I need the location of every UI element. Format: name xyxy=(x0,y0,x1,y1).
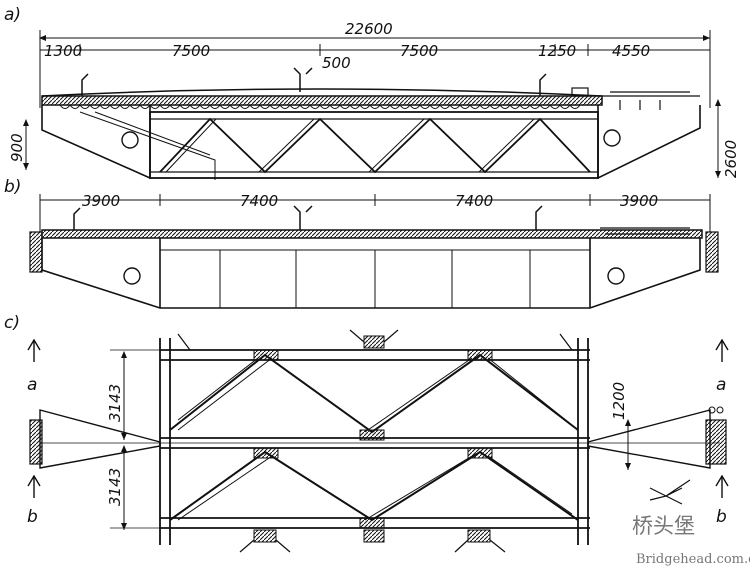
dim-a-4550: 4550 xyxy=(612,42,650,60)
bracing-lower xyxy=(169,450,579,522)
sidewalk-a xyxy=(602,91,700,110)
view-a-label: a) xyxy=(4,5,21,25)
girder-outline-b xyxy=(41,238,701,309)
left-bracket-a xyxy=(41,105,151,180)
section-arrow-a-left xyxy=(27,338,41,362)
right-bracket-a xyxy=(597,105,701,180)
dim-c-3143-upper: 3143 xyxy=(106,384,124,422)
dim-a-500: 500 xyxy=(322,54,351,72)
dim-total: 22600 xyxy=(345,20,393,38)
dim-b-3900-left: 3900 xyxy=(82,192,120,210)
deck-slab-a xyxy=(41,95,603,106)
end-plate-right xyxy=(587,409,711,469)
truss-diagonals-a xyxy=(159,117,591,174)
dim-b-7400-right: 7400 xyxy=(455,192,493,210)
deck-slab-b xyxy=(41,229,703,239)
dim-a-1250: 1250 xyxy=(538,42,576,60)
stiffeners-a xyxy=(59,104,581,109)
view-c-label: c) xyxy=(4,313,20,333)
section-mark-b-right: b xyxy=(716,507,727,527)
abutment-left-b xyxy=(29,231,43,273)
dim-ticks-b xyxy=(39,194,711,232)
abutment-right-b xyxy=(705,231,719,273)
dim-c-3143-lower: 3143 xyxy=(106,468,124,506)
lateral-struts xyxy=(177,329,573,553)
bracket-hole-left-a xyxy=(121,131,139,149)
bracket-detail-c xyxy=(649,479,691,505)
watermark: 桥头堡 Bridgehead.com.cn xyxy=(632,514,750,567)
gusset-plates xyxy=(253,335,493,543)
section-arrow-a-right xyxy=(715,338,729,362)
bracket-hole-right-a xyxy=(603,129,621,147)
bracket-hole-left-b xyxy=(123,267,141,285)
truss-diagonals-inner-a xyxy=(165,118,535,173)
bracing-upper-inner xyxy=(177,357,573,433)
bracket-tie-a xyxy=(79,111,216,180)
watermark-site: Bridgehead.com.cn xyxy=(636,552,750,567)
bracket-hole-right-b xyxy=(607,267,625,285)
deck-crown-a xyxy=(41,88,603,97)
watermark-logo: 桥头堡 xyxy=(632,514,695,538)
web-stiffeners-b xyxy=(219,250,531,308)
sidewalk-b xyxy=(600,227,690,235)
view-a: a) 22600 1300 7500 7500 1250 4550 500 xyxy=(4,5,740,180)
dim-a-900: 900 xyxy=(8,133,26,162)
railing-posts-a xyxy=(81,67,547,96)
section-mark-b-left: b xyxy=(27,507,38,527)
section-arrow-b-left xyxy=(27,474,41,498)
railing-posts-b xyxy=(73,205,543,230)
end-plate-left xyxy=(39,409,161,469)
dim-c-1200: 1200 xyxy=(610,382,628,420)
view-c: c) xyxy=(4,313,729,553)
dim-b-7400-left: 7400 xyxy=(240,192,278,210)
view-b: b) 3900 7400 7400 3900 xyxy=(4,177,719,309)
dim-ticks-a xyxy=(39,30,711,108)
view-b-label: b) xyxy=(4,177,21,197)
bracing-upper xyxy=(169,353,579,434)
section-mark-a-left: a xyxy=(27,375,37,395)
dim-a-7500-right: 7500 xyxy=(400,42,438,60)
truss-girder-a xyxy=(149,111,599,179)
dim-a-7500-left: 7500 xyxy=(172,42,210,60)
dim-a-2600: 2600 xyxy=(722,140,740,178)
bracing-lower-inner xyxy=(177,455,573,521)
dim-a-1300: 1300 xyxy=(44,42,82,60)
section-mark-a-right: a xyxy=(716,375,726,395)
dim-b-3900-right: 3900 xyxy=(620,192,658,210)
section-arrow-b-right xyxy=(715,474,729,498)
